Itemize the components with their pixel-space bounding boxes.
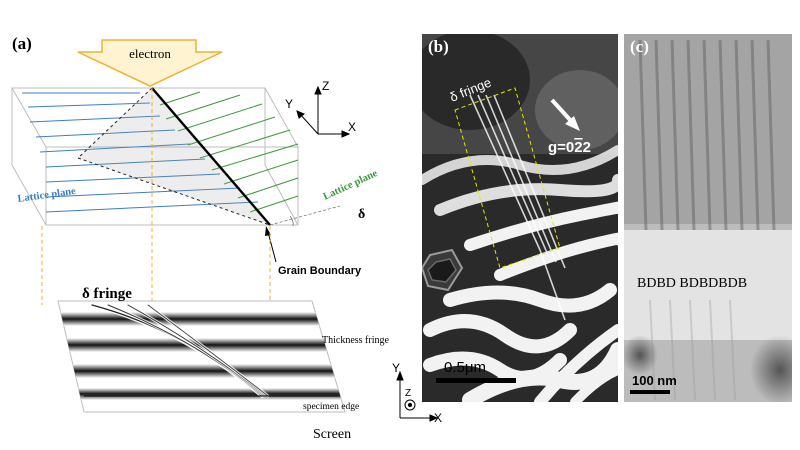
screen	[57, 300, 346, 413]
inclusion-particle	[422, 248, 464, 292]
panel-c: (c) BDBD BDBDBDB 100 nm	[624, 34, 792, 402]
crystal-box	[11, 87, 299, 226]
panel-a: (a) electron	[11, 34, 389, 442]
boundary-plane	[78, 88, 270, 225]
boundary-dashes	[77, 87, 271, 226]
g-vector-label: g=022	[548, 139, 591, 156]
panel-a-label: (a)	[12, 34, 32, 53]
panel-b-label: (b)	[428, 37, 449, 56]
screen-label: Screen	[313, 427, 351, 442]
axes-icon	[296, 85, 351, 138]
thickness-fringe-label: Thickness fringe	[322, 335, 389, 346]
micrograph-c-content	[624, 34, 792, 402]
g-vector-arrow	[550, 98, 580, 131]
lattice-plane-right-label: Lattice plane	[322, 168, 380, 203]
axis-z-label: Z	[322, 79, 329, 93]
axis-y-label-b: Y	[392, 361, 400, 375]
fringe-letters: BDBD BDBDBDB	[637, 276, 747, 291]
scale-bar-c	[630, 390, 670, 394]
axis-z-label-b: Z	[405, 388, 411, 399]
scale-label-c: 100 nm	[632, 373, 677, 388]
grain-boundary-line	[151, 87, 271, 226]
scale-bar-b	[436, 378, 516, 383]
electron-arrow: electron	[77, 39, 223, 87]
thickness-fringes	[58, 303, 345, 400]
micrograph-b-content	[422, 34, 618, 402]
fringe-region-box	[454, 87, 561, 269]
specimen-edge-label: specimen edge	[303, 402, 359, 412]
lattice-planes-right	[159, 91, 299, 213]
panel-c-label: (c)	[630, 37, 649, 56]
axis-x-label-b: X	[434, 411, 442, 425]
axis-y-label: Y	[285, 97, 293, 111]
grain-boundary-label: Grain Boundary	[278, 265, 362, 277]
delta-symbol: δ	[358, 207, 365, 222]
delta-fringe-streaks	[90, 303, 270, 398]
delta-angle: δ	[269, 205, 365, 227]
grain-boundary-pointer	[267, 231, 277, 263]
axes-icon-b	[396, 370, 439, 422]
axis-x-label: X	[348, 120, 356, 134]
scale-label-b: 0.5μm	[444, 359, 486, 376]
delta-fringe-label-a: δ fringe	[82, 286, 132, 302]
electron-label: electron	[129, 46, 171, 61]
panel-b: (b) δ fringe g=022 0.5μm Y Z X	[392, 34, 618, 425]
